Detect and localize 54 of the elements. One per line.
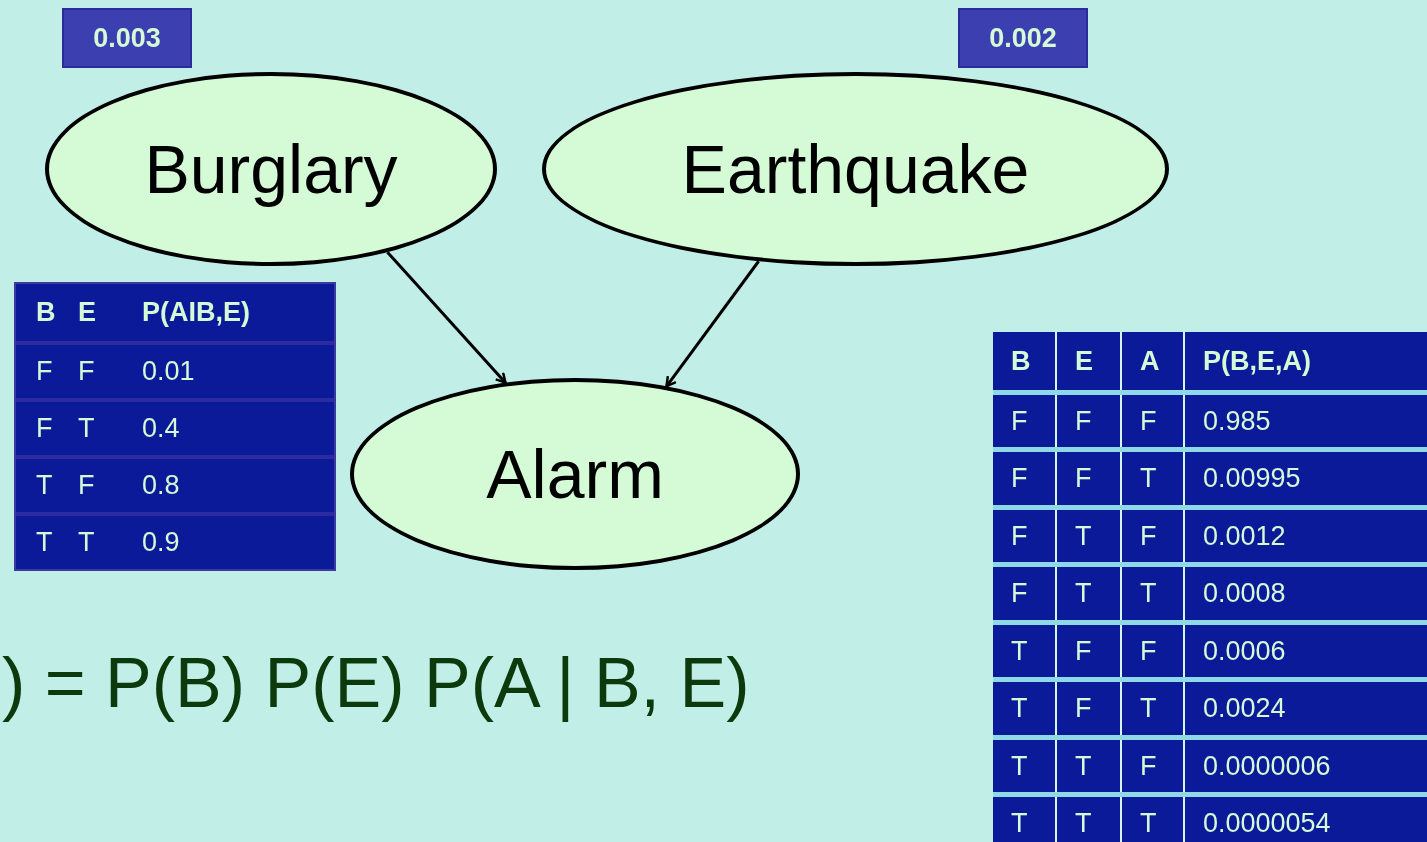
table-value: T bbox=[1075, 577, 1092, 610]
table-value: 0.9 bbox=[142, 526, 181, 560]
table-value: T bbox=[1075, 519, 1092, 553]
table-value: T bbox=[35, 469, 54, 503]
table-value: T bbox=[1011, 634, 1028, 668]
column-header: B bbox=[35, 296, 57, 330]
table-value: 0.0008 bbox=[1203, 577, 1286, 610]
table-value: F bbox=[78, 355, 96, 389]
probability-badge: 0.002 bbox=[958, 8, 1088, 68]
column-header: P(B,E,A) bbox=[1203, 344, 1311, 378]
table-value: T bbox=[1140, 577, 1157, 610]
table-value: T bbox=[1140, 462, 1157, 495]
table-value: T bbox=[35, 526, 54, 560]
table-value: 0.01 bbox=[142, 355, 196, 389]
table-value: T bbox=[1075, 749, 1092, 783]
table-value: F bbox=[1011, 577, 1028, 610]
table-value: T bbox=[78, 412, 96, 446]
table-value: 0.00995 bbox=[1203, 462, 1301, 495]
column-header: E bbox=[78, 296, 97, 330]
table-value: F bbox=[1011, 404, 1028, 438]
table-value: F bbox=[1075, 692, 1092, 725]
table-value: F bbox=[35, 355, 54, 389]
table-value: T bbox=[1140, 807, 1157, 840]
table-value: 0.985 bbox=[1203, 404, 1271, 438]
node-label: Alarm bbox=[486, 440, 664, 508]
table-value: F bbox=[35, 412, 54, 446]
table-value: T bbox=[1075, 807, 1092, 840]
probability-badge: 0.003 bbox=[62, 8, 192, 68]
column-header: A bbox=[1140, 344, 1160, 378]
table-value: F bbox=[1075, 462, 1092, 495]
table-value: 0.0012 bbox=[1203, 519, 1286, 553]
table-value: T bbox=[1011, 807, 1028, 840]
table-value: T bbox=[1011, 749, 1028, 783]
table-value: F bbox=[1140, 749, 1157, 783]
table-value: F bbox=[1140, 404, 1157, 438]
table-value: F bbox=[1140, 634, 1157, 668]
table-value: T bbox=[1140, 692, 1157, 725]
column-header: P(AIB,E) bbox=[142, 296, 251, 330]
table-value: 0.0006 bbox=[1203, 634, 1286, 668]
table-value: F bbox=[1075, 634, 1092, 668]
table-value: T bbox=[1011, 692, 1028, 725]
table-value: F bbox=[1011, 462, 1028, 495]
table-value: 0.0000006 bbox=[1203, 749, 1331, 783]
table-value: F bbox=[1011, 519, 1028, 553]
column-header: E bbox=[1075, 344, 1093, 378]
table-value: 0.0024 bbox=[1203, 692, 1286, 725]
table-value: 0.8 bbox=[142, 469, 181, 503]
table-value: F bbox=[1140, 519, 1157, 553]
table-value: T bbox=[78, 526, 96, 560]
table-value: F bbox=[78, 469, 96, 503]
table-value: 0.0000054 bbox=[1203, 807, 1331, 840]
column-header: B bbox=[1011, 344, 1031, 378]
table-value: F bbox=[1075, 404, 1092, 438]
table-value: 0.4 bbox=[142, 412, 181, 446]
